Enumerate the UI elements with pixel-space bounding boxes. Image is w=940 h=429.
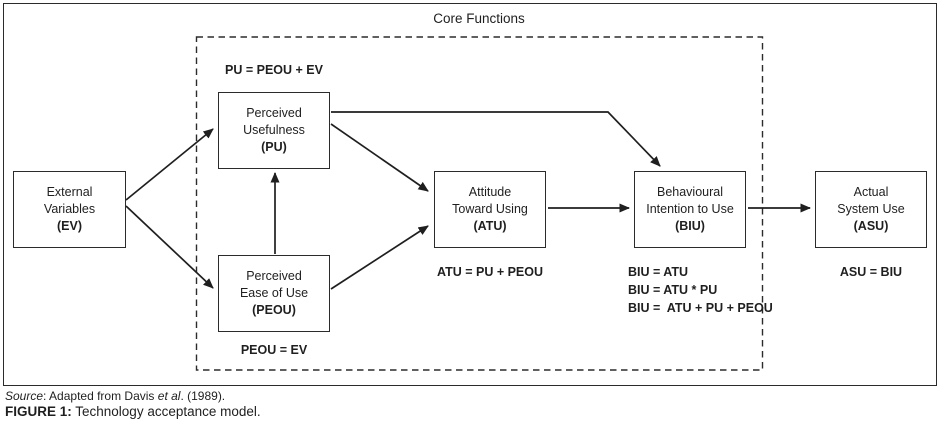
- node-attitude-toward-using-line2: Toward Using: [452, 202, 528, 216]
- node-perceived-ease-of-use-line1: Perceived: [246, 269, 302, 283]
- node-external-variables-line1: External: [46, 185, 93, 199]
- source-caption: Source: Adapted from Davis et al. (1989)…: [5, 389, 225, 403]
- node-behavioural-intention: Behavioural Intention to Use (BIU): [634, 171, 746, 248]
- node-perceived-ease-of-use-line2: Ease of Use: [239, 286, 309, 300]
- node-external-variables-line2: Variables: [43, 202, 96, 216]
- figure-caption: FIGURE 1: Technology acceptance model.: [5, 404, 261, 419]
- formula-pu: PU = PEOU + EV: [225, 63, 323, 77]
- node-behavioural-intention-line1: Behavioural: [656, 185, 723, 199]
- node-attitude-toward-using-line1: Attitude: [468, 185, 512, 199]
- node-perceived-usefulness: Perceived Usefulness (PU): [218, 92, 330, 169]
- formula-biu-2: BIU = ATU * PU: [628, 283, 718, 297]
- source-caption-label: Source: [5, 389, 44, 403]
- figure-caption-text: Technology acceptance model.: [71, 404, 261, 419]
- formula-biu-1: BIU = ATU: [628, 265, 689, 279]
- node-attitude-toward-using: Attitude Toward Using (ATU): [434, 171, 546, 248]
- formula-peou: PEOU = EV: [240, 343, 308, 357]
- formula-asu: ASU = BIU: [839, 265, 903, 279]
- node-behavioural-intention-line2: Intention to Use: [646, 202, 734, 216]
- node-actual-system-use-line2: System Use: [837, 202, 905, 216]
- node-behavioural-intention-abbr: (BIU): [675, 219, 705, 233]
- node-actual-system-use: Actual System Use (ASU): [815, 171, 927, 248]
- core-functions-title: Core Functions: [433, 11, 525, 26]
- node-actual-system-use-abbr: (ASU): [853, 219, 889, 233]
- formula-biu-group: BIU = ATU BIU = ATU * PU BIU = ATU + PU …: [628, 263, 773, 317]
- node-external-variables-abbr: (EV): [57, 219, 82, 233]
- formula-atu: ATU = PU + PEOU: [436, 265, 544, 279]
- formula-biu-3: BIU = ATU + PU + PEOU: [628, 301, 773, 315]
- node-perceived-usefulness-line1: Perceived: [246, 106, 302, 120]
- source-caption-end: . (1989).: [180, 389, 226, 403]
- node-actual-system-use-line1: Actual: [853, 185, 889, 199]
- source-caption-etal: et al: [157, 389, 181, 403]
- node-attitude-toward-using-abbr: (ATU): [473, 219, 507, 233]
- node-external-variables: External Variables (EV): [13, 171, 126, 248]
- node-perceived-usefulness-abbr: (PU): [261, 140, 287, 154]
- node-perceived-ease-of-use: Perceived Ease of Use (PEOU): [218, 255, 330, 332]
- source-caption-mid: : Adapted from Davis: [43, 389, 158, 403]
- node-perceived-ease-of-use-abbr: (PEOU): [252, 303, 296, 317]
- node-perceived-usefulness-line2: Usefulness: [243, 123, 305, 137]
- figure-caption-label: FIGURE 1:: [5, 404, 72, 419]
